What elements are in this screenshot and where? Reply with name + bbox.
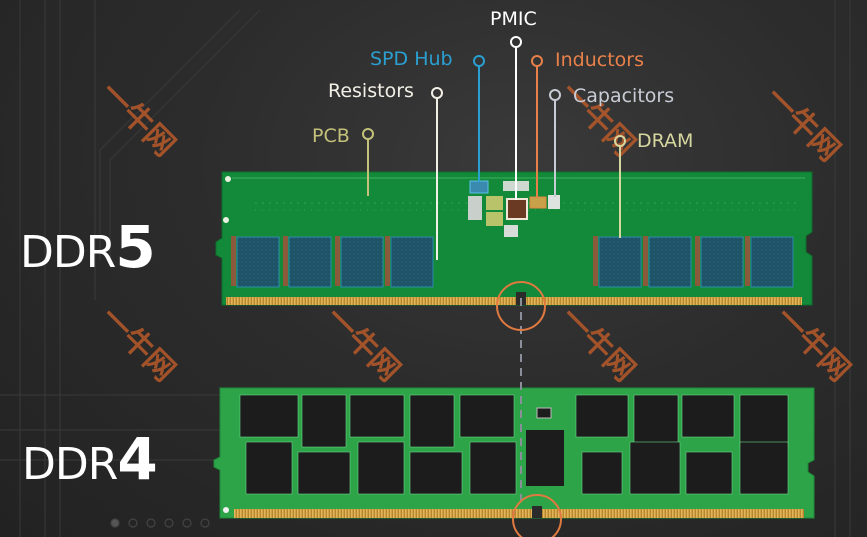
ddr5-dram-chip: [236, 236, 280, 288]
callout-line-pmic: [510, 36, 522, 200]
ddr4-dram-chip: [239, 394, 299, 438]
ddr5-module: [215, 171, 813, 306]
ddr4-dram-chip: [739, 394, 789, 448]
callout-label-spd-hub: SPD Hub: [370, 48, 453, 70]
inductor: [486, 212, 503, 226]
ddr5-number: 5: [115, 213, 156, 281]
ddr5-prefix: DDR: [20, 227, 116, 278]
ddr5-dram-chip: [390, 236, 434, 288]
callout-line-capacitors: [549, 89, 561, 197]
callout-line-pcb: [362, 128, 374, 196]
inductor: [486, 196, 503, 210]
ddr5-dram-chip: [750, 236, 794, 288]
ddr4-dram-chip: [297, 451, 351, 495]
ddr5-gold-contacts: [226, 297, 802, 305]
resistor-strip: [283, 236, 288, 286]
callout-label-resistors: Resistors: [328, 80, 414, 102]
capacitor-chip: [548, 195, 560, 209]
spd-hub-chip: [469, 180, 489, 194]
callout-label-pcb: PCB: [312, 125, 350, 147]
ddr4-dram-chip: [629, 441, 681, 495]
resistor-strip: [745, 236, 750, 286]
ddr4-spd-chip: [536, 407, 552, 419]
callout-line-dram: [614, 135, 626, 238]
ddr5-dram-chip: [288, 236, 332, 288]
inductor-chip: [529, 196, 547, 209]
callout-label-pmic: PMIC: [490, 8, 537, 30]
callout-line-inductors: [531, 55, 543, 198]
resistor-strip: [593, 236, 598, 286]
ddr4-dram-chip: [357, 441, 405, 495]
ddr4-dram-chip: [633, 394, 679, 448]
ddr4-gold-contacts: [234, 509, 804, 518]
ddr4-dram-chip: [409, 451, 463, 495]
capacitor-group: [504, 225, 518, 237]
ddr4-dram-chip: [459, 394, 515, 438]
resistor-strip: [335, 236, 340, 286]
ddr4-dram-chip: [469, 441, 517, 495]
ddr5-dram-chip: [700, 236, 744, 288]
ddr4-module: [213, 387, 815, 519]
ddr4-dram-chip: [739, 441, 789, 495]
ddr5-notch-highlight: [496, 281, 546, 331]
mount-hole: [223, 217, 229, 223]
ddr4-dram-chip: [575, 394, 629, 438]
resistor-group: [468, 196, 482, 220]
ddr4-dram-chip: [245, 441, 293, 495]
ddr4-dram-chip: [581, 451, 623, 495]
ddr4-dram-chip: [409, 394, 455, 448]
callout-line-spd-hub: [473, 55, 485, 182]
resistor-strip: [385, 236, 390, 286]
callout-label-dram: DRAM: [637, 130, 694, 152]
ddr4-register-chip: [526, 430, 564, 486]
ddr4-number: 4: [117, 425, 158, 493]
ddr5-dram-chip: [340, 236, 384, 288]
ddr5-label: DDR5: [20, 218, 156, 276]
ddr5-dram-chip: [598, 236, 642, 288]
ddr4-label: DDR4: [22, 430, 158, 488]
ddr4-dram-chip: [349, 394, 405, 438]
ddr4-dram-chip: [681, 394, 735, 438]
ddr4-dram-chip: [301, 394, 347, 448]
ddr5-dram-chip: [648, 236, 692, 288]
ddr4-prefix: DDR: [22, 439, 118, 490]
resistor-strip: [695, 236, 700, 286]
resistor-strip: [231, 236, 236, 286]
callout-label-capacitors: Capacitors: [573, 85, 675, 107]
ddr4-dram-chip: [685, 451, 733, 495]
mount-hole: [223, 507, 229, 513]
pmic-chip: [506, 198, 528, 220]
ddr4-key-notch: [532, 506, 542, 518]
ddr4-notch-highlight: [512, 494, 562, 537]
resistor-strip: [643, 236, 648, 286]
mount-hole: [225, 176, 231, 182]
callout-line-resistors: [431, 87, 443, 260]
callout-label-inductors: Inductors: [555, 49, 644, 71]
